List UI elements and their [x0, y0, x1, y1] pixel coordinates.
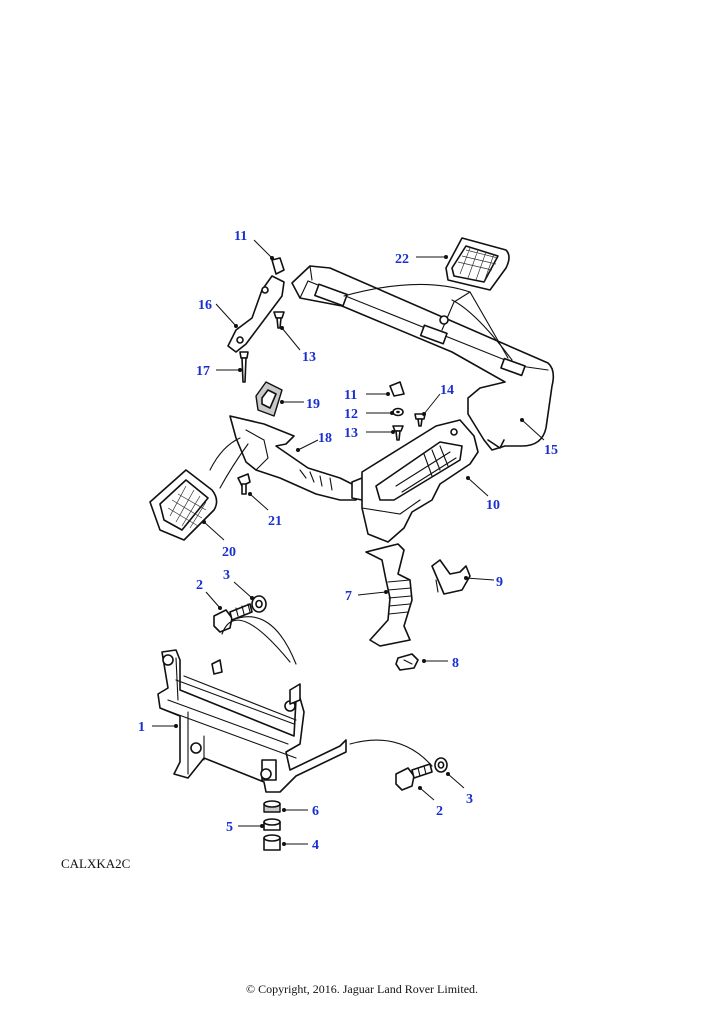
part-13-screw-middle [392, 425, 404, 441]
guide-arc-upper [221, 619, 291, 663]
part-17-rivet [239, 351, 249, 383]
copyright-notice: © Copyright, 2016. Jaguar Land Rover Lim… [245, 982, 479, 996]
callout-11: 11 [344, 388, 357, 403]
callout-22: 22 [395, 252, 409, 267]
part-2-bolt-lower [395, 763, 433, 791]
callout-10: 10 [486, 498, 500, 513]
callout-16: 16 [198, 298, 212, 313]
part-10-center-vent-panel [361, 419, 479, 543]
callout-1: 1 [138, 720, 145, 735]
part-4-nut [263, 834, 281, 851]
callout-2: 2 [436, 804, 443, 819]
part-6-bush [263, 800, 281, 813]
part-21-screw [237, 473, 251, 495]
part-2-bolt-upper [213, 603, 253, 633]
callout-20: 20 [222, 545, 236, 560]
callout-17: 17 [196, 364, 210, 379]
callout-15: 15 [544, 443, 558, 458]
callout-13: 13 [302, 350, 316, 365]
part-16-bracket [227, 275, 285, 353]
callout-9: 9 [496, 575, 503, 590]
guide-arc-lower [349, 739, 433, 767]
callout-11: 11 [234, 229, 247, 244]
callout-12: 12 [344, 407, 358, 422]
part-5-bush [263, 818, 281, 831]
part-3-washer-upper [251, 595, 267, 613]
callout-13: 13 [344, 426, 358, 441]
callout-5: 5 [226, 820, 233, 835]
callout-7: 7 [345, 589, 352, 604]
callout-2: 2 [196, 578, 203, 593]
callout-6: 6 [312, 804, 319, 819]
callout-3: 3 [466, 792, 473, 807]
part-1-frame [157, 649, 347, 793]
leader-lines [152, 239, 545, 846]
callout-19: 19 [306, 397, 320, 412]
part-7-duct [365, 543, 413, 647]
part-8-clip [395, 653, 419, 671]
part-13-screw-upper [273, 311, 285, 329]
callout-18: 18 [318, 431, 332, 446]
part-15-upper-duct-panel [291, 265, 555, 451]
callout-14: 14 [440, 383, 454, 398]
part-11-clip-middle [389, 381, 405, 397]
part-12-washer [392, 407, 404, 417]
part-3-washer-lower [434, 757, 448, 773]
callout-4: 4 [312, 838, 319, 853]
part-20-vent-grille [149, 437, 249, 541]
callout-8: 8 [452, 656, 459, 671]
part-11-clip-upper [271, 257, 285, 275]
diagram-code-label: CALXKA2C [61, 856, 131, 871]
callout-3: 3 [223, 568, 230, 583]
callout-labels: 11 16 13 17 22 15 11 12 13 14 19 18 21 2… [138, 229, 558, 853]
part-22-vent-grille [445, 237, 510, 291]
callout-21: 21 [268, 514, 282, 529]
part-19-seal [255, 381, 283, 417]
part-9-bracket [431, 559, 471, 595]
